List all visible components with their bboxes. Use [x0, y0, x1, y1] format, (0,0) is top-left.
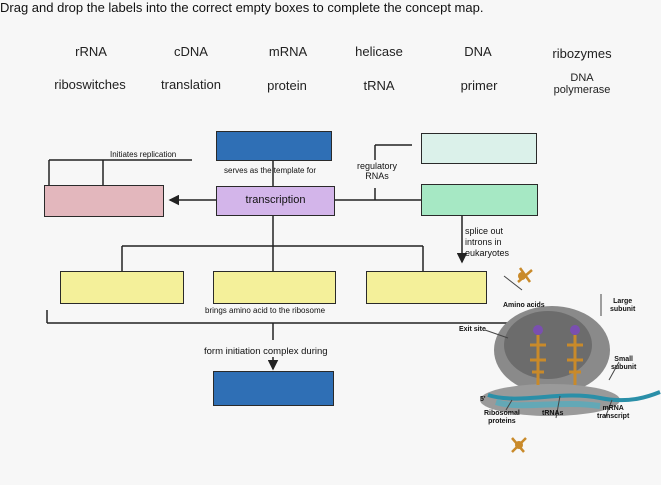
drag-label-cdna[interactable]: cDNA [174, 44, 208, 59]
caption-form-initiation: form initiation complex during [204, 346, 328, 357]
large-subunit-line2: subunit [610, 306, 636, 313]
drag-label-translation[interactable]: translation [161, 77, 221, 92]
mrna-transcript-line1: mRNA [602, 405, 624, 412]
ribosome-mrna-transcript: mRNA transcript [597, 405, 629, 421]
drop-box-yellow-left[interactable] [60, 271, 184, 304]
ribosome-five-prime: 5' [480, 396, 486, 403]
drop-box-green[interactable] [421, 184, 538, 216]
instruction-text: Drag and drop the labels into the correc… [0, 0, 484, 15]
splice-out-line2: introns in [465, 237, 502, 247]
ribosome-small-subunit: Small subunit [611, 356, 636, 372]
ribosomal-proteins-line2: proteins [488, 418, 516, 425]
drag-label-trna[interactable]: tRNA [363, 78, 395, 93]
ribosome-exit-site: Exit site [459, 326, 486, 333]
drag-label-dna-polymerase[interactable]: DNA polymerase [554, 72, 611, 96]
drag-label-rrna[interactable]: rRNA [75, 44, 107, 59]
caption-brings-amino-acid: brings amino acid to the ribosome [205, 306, 326, 315]
ribosome-large-subunit: Large subunit [610, 298, 635, 314]
ribosomal-proteins-line1: Ribosomal [484, 410, 520, 417]
drop-box-blue-top[interactable] [216, 131, 332, 161]
splice-out-line3: eukaryotes [465, 248, 510, 258]
caption-splice-out: splice out introns in eukaryotes [465, 226, 509, 259]
drag-label-ribozymes[interactable]: ribozymes [552, 46, 612, 61]
drop-box-yellow-right[interactable] [366, 271, 487, 304]
drag-label-riboswitches[interactable]: riboswitches [54, 77, 126, 92]
caption-initiates-replication: Initiates replication [108, 150, 179, 159]
regulatory-rnas-line1: regulatory [357, 161, 398, 171]
ribosome-amino-acids: Amino acids [503, 302, 545, 309]
drag-label-helicase[interactable]: helicase [355, 44, 403, 59]
ribosome-trnas: tRNAs [542, 410, 564, 417]
transcription-box: transcription [216, 186, 335, 216]
drop-box-pink[interactable] [44, 185, 164, 217]
caption-regulatory-rnas: regulatory RNAs [357, 161, 397, 181]
ribosome-ribosomal-proteins: Ribosomal proteins [484, 410, 520, 426]
regulatory-rnas-line2: RNAs [365, 171, 389, 181]
drag-label-protein[interactable]: protein [267, 78, 307, 93]
caption-serves-template: serves as the template for [224, 166, 317, 175]
drop-box-mint[interactable] [421, 133, 537, 164]
drop-box-blue-bottom[interactable] [213, 371, 334, 406]
drag-label-mrna[interactable]: mRNA [268, 44, 308, 59]
small-subunit-line1: Small [614, 356, 633, 363]
small-subunit-line2: subunit [611, 364, 637, 371]
drag-label-primer[interactable]: primer [460, 78, 498, 93]
mrna-transcript-line2: transcript [597, 413, 630, 420]
large-subunit-line1: Large [613, 298, 633, 305]
splice-out-line1: splice out [465, 226, 504, 236]
drag-label-dna[interactable]: DNA [464, 44, 492, 59]
drop-box-yellow-middle[interactable] [213, 271, 336, 304]
dna-polymerase-line1: DNA [570, 72, 594, 84]
dna-polymerase-line2: polymerase [553, 84, 611, 96]
transcription-label: transcription [245, 194, 306, 206]
